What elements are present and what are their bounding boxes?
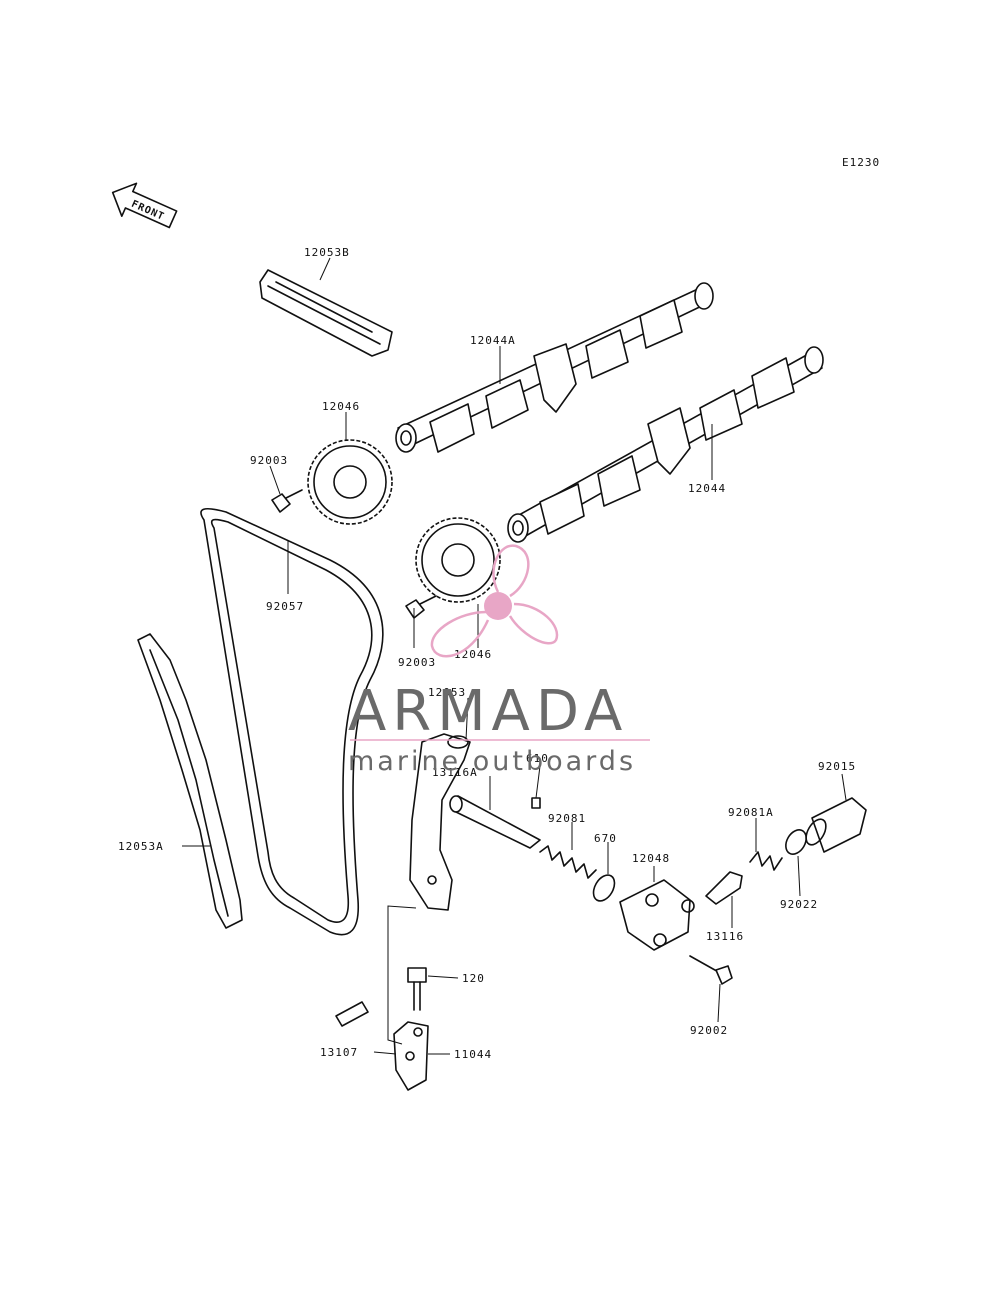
leader-lines — [182, 257, 847, 1055]
label-13107: 13107 — [320, 1046, 358, 1059]
pin-610 — [531, 797, 541, 809]
cam-chain-92057 — [200, 507, 384, 936]
tensioner-pushrod-13116A — [449, 795, 541, 849]
spring-92081 — [539, 845, 597, 879]
label-120: 120 — [462, 972, 485, 985]
label-92002: 92002 — [690, 1024, 728, 1037]
label-12046-top: 12046 — [322, 400, 360, 413]
pin-13107 — [335, 1001, 369, 1027]
camshaft-12044 — [507, 346, 824, 543]
label-92003-top: 92003 — [250, 454, 288, 467]
label-610: 610 — [526, 752, 549, 765]
label-12053: 12053 — [428, 686, 466, 699]
chain-guide-12053A — [137, 633, 243, 929]
figure-code: E1230 — [842, 156, 880, 169]
o-ring-670 — [592, 874, 616, 902]
camshaft-12044A — [395, 282, 714, 453]
bolt-120 — [407, 967, 427, 1011]
spring-92081A — [749, 851, 783, 871]
holder-11044 — [393, 1021, 429, 1091]
tensioner-body-12048 — [619, 879, 695, 951]
armada-watermark: ARMADA marine outboards — [348, 544, 650, 777]
label-92022: 92022 — [780, 898, 818, 911]
cam-sprocket-12046-bottom — [415, 517, 501, 603]
sprocket-bolt-92003-top — [271, 489, 303, 513]
label-13116A: 13116A — [432, 766, 478, 779]
washer-92022 — [785, 829, 807, 855]
plunger-13116 — [705, 871, 743, 905]
label-92081A: 92081A — [728, 806, 774, 819]
label-12044: 12044 — [688, 482, 726, 495]
label-670: 670 — [594, 832, 617, 845]
bolt-92002 — [689, 955, 733, 985]
cap-bolt-92015 — [805, 797, 867, 853]
cam-sprocket-12046-top — [307, 439, 393, 525]
label-12048: 12048 — [632, 852, 670, 865]
label-92015: 92015 — [818, 760, 856, 773]
watermark-tagline: marine outboards — [348, 746, 636, 777]
label-92057: 92057 — [266, 600, 304, 613]
watermark-brand: ARMADA — [348, 679, 628, 744]
label-12044A: 12044A — [470, 334, 516, 347]
label-12053A: 12053A — [118, 840, 164, 853]
label-92081: 92081 — [548, 812, 586, 825]
label-92003-bottom: 92003 — [398, 656, 436, 669]
label-12053B: 12053B — [304, 246, 350, 259]
sprocket-bolt-92003-bottom — [405, 595, 437, 619]
part-labels: 12053B 12044A 12046 92003 12044 92057 92… — [118, 246, 856, 1061]
label-11044: 11044 — [454, 1048, 492, 1061]
label-13116: 13116 — [706, 930, 744, 943]
front-direction-arrow-icon: FRONT — [111, 182, 178, 229]
label-12046-bottom: 12046 — [454, 648, 492, 661]
armada-propeller-logo-icon — [430, 544, 559, 658]
upper-chain-guide-12053B — [259, 269, 393, 357]
